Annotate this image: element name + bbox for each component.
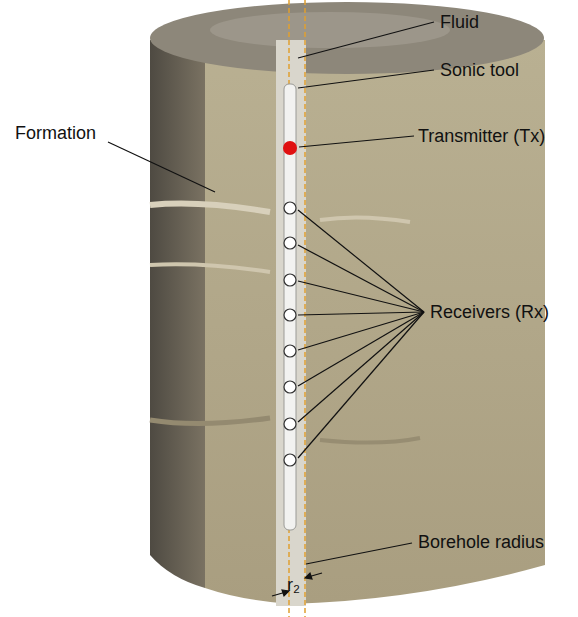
receivers [284, 202, 296, 466]
part-label: Borehole radius [418, 531, 544, 553]
part-label: Formation [15, 122, 96, 144]
formation-top-texture [210, 12, 450, 48]
transmitter [283, 141, 297, 155]
leader-lines [108, 22, 434, 564]
part-label: Transmitter (Tx) [418, 125, 545, 147]
part-label: Fluid [440, 11, 479, 33]
sonic-tool [284, 84, 296, 530]
rock-layer [150, 418, 270, 424]
rock-layer [150, 264, 270, 272]
borehole-wall [304, 0, 306, 617]
part-label: Sonic tool [440, 59, 519, 81]
rock-layer [320, 438, 420, 443]
borehole-fluid [276, 40, 306, 606]
part-label: Receivers (Rx) [430, 301, 549, 323]
part-label: r₂ [287, 574, 300, 596]
radius-arrows [272, 573, 322, 596]
rock-layer [320, 217, 410, 222]
rock-layer [150, 204, 270, 212]
formation-side [150, 40, 205, 588]
